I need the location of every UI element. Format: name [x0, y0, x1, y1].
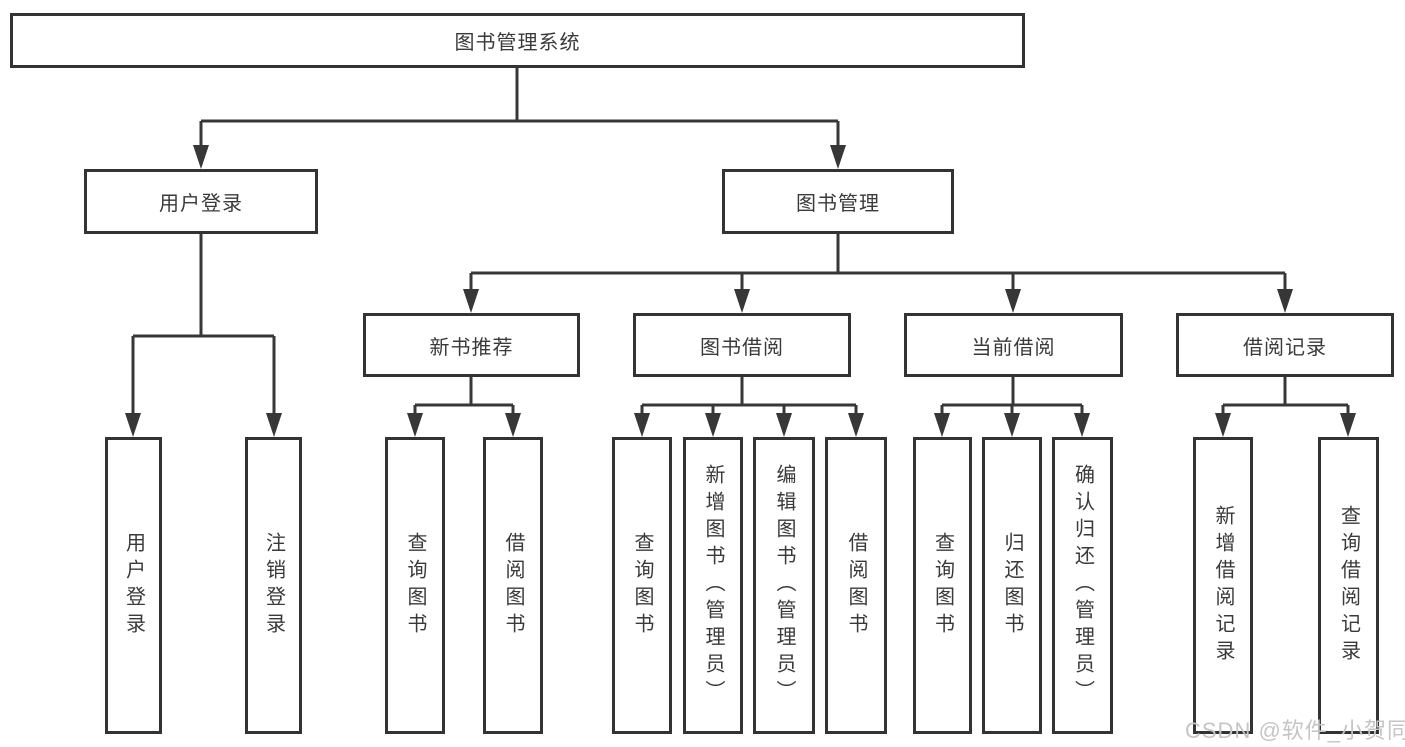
node-book-management-label: 图书管理 — [796, 193, 880, 215]
arrowheads — [125, 145, 1356, 437]
node-leaf-borrow-books-recommend: 借阅图书 — [483, 437, 543, 734]
node-leaf-query-books-borrow: 查询图书 — [612, 437, 672, 734]
leaf-label: 查询图书 — [404, 531, 426, 640]
node-current-borrow-label: 当前借阅 — [971, 336, 1056, 359]
node-leaf-query-books-current: 查询图书 — [913, 437, 972, 734]
node-borrow-records: 借阅记录 — [1176, 313, 1394, 377]
node-book-management: 图书管理 — [722, 169, 954, 234]
node-root: 图书管理系统 — [10, 13, 1025, 68]
node-current-borrow: 当前借阅 — [904, 313, 1123, 377]
csdn-watermark: CSDN @软件_小贺同学 — [1185, 718, 1405, 743]
node-user-login: 用户登录 — [84, 169, 318, 234]
leaf-label: 用户登录 — [122, 531, 145, 640]
node-leaf-add-borrow-record: 新增借阅记录 — [1193, 437, 1253, 734]
node-new-book-recommend: 新书推荐 — [363, 313, 580, 377]
node-leaf-borrow-books: 借阅图书 — [825, 437, 887, 734]
node-leaf-confirm-return-admin: 确认归还（管理员） — [1052, 437, 1113, 734]
node-borrow-records-label: 借阅记录 — [1243, 336, 1327, 359]
node-root-label: 图书管理系统 — [454, 32, 581, 54]
node-new-book-recommend-label: 新书推荐 — [429, 336, 514, 359]
node-leaf-return-book: 归还图书 — [982, 437, 1042, 734]
node-leaf-edit-book-admin: 编辑图书（管理员） — [753, 437, 815, 734]
node-leaf-query-books-recommend: 查询图书 — [385, 437, 445, 734]
node-user-login-label: 用户登录 — [159, 193, 243, 215]
leaf-label: 借阅图书 — [502, 531, 524, 640]
leaf-label: 新增借阅记录 — [1212, 504, 1234, 667]
leaf-label: 确认归还（管理员） — [1071, 464, 1094, 707]
node-leaf-add-book-admin: 新增图书（管理员） — [683, 437, 743, 734]
leaf-label: 归还图书 — [1001, 531, 1023, 640]
leaf-label: 注销登录 — [262, 531, 285, 640]
node-book-borrow: 图书借阅 — [633, 313, 851, 377]
node-book-borrow-label: 图书借阅 — [700, 336, 784, 359]
leaf-label: 查询图书 — [631, 531, 653, 640]
node-leaf-query-borrow-record: 查询借阅记录 — [1318, 437, 1379, 734]
node-leaf-user-login: 用户登录 — [105, 437, 162, 734]
node-leaf-logout: 注销登录 — [245, 437, 302, 734]
leaf-label: 查询图书 — [931, 531, 954, 640]
leaf-label: 借阅图书 — [845, 531, 867, 640]
leaf-label: 编辑图书（管理员） — [773, 464, 795, 707]
leaf-label: 新增图书（管理员） — [702, 464, 724, 707]
leaf-label: 查询借阅记录 — [1337, 504, 1360, 667]
